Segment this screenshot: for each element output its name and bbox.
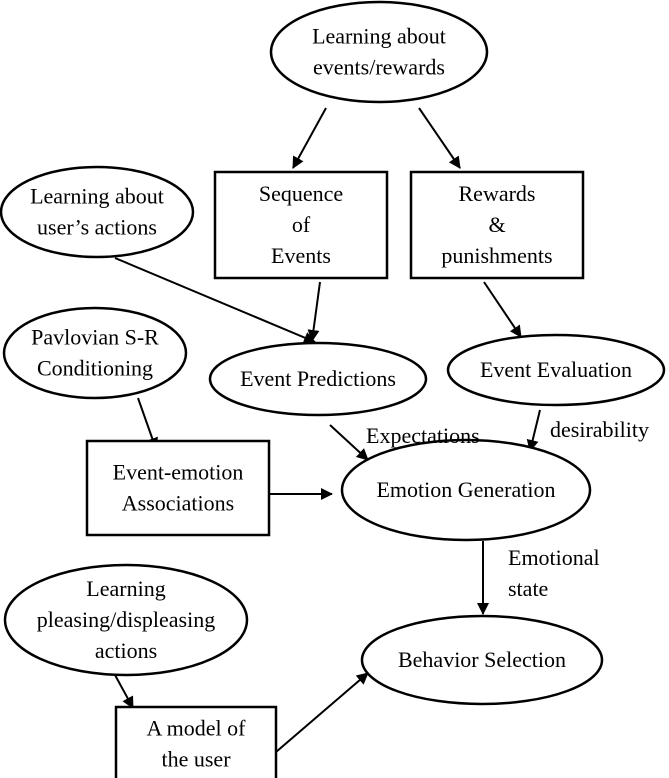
learning-pleasing-label-line: pleasing/displeasing bbox=[37, 607, 215, 632]
event-evaluation-label-line: Event Evaluation bbox=[480, 357, 632, 382]
learning-events-label-line: Learning about bbox=[312, 24, 446, 49]
event-emotion-associations-box bbox=[85, 439, 271, 537]
event-emotion-associations-label-line: Event-emotion bbox=[113, 460, 244, 485]
node-model-of-user: A model of the user bbox=[114, 705, 278, 778]
model-of-user-label-line: A model of bbox=[147, 716, 247, 741]
node-emotion-generation: Emotion Generation bbox=[340, 438, 592, 542]
learning-user-actions-label-line: user’s actions bbox=[37, 215, 157, 240]
sequence-of-events-label-line: of bbox=[292, 212, 311, 237]
node-rewards-punishments: Rewards & punishments bbox=[409, 170, 585, 280]
behavior-selection-ellipse bbox=[360, 614, 604, 706]
node-learning-events: Learning about events/rewards bbox=[269, 0, 489, 104]
learning-user-actions-ellipse bbox=[0, 165, 195, 259]
node-learning-user-actions: Learning about user’s actions bbox=[0, 165, 195, 259]
node-pavlovian: Pavlovian S-R Conditioning bbox=[2, 306, 188, 400]
learning-user-actions-label-line: Learning about bbox=[30, 184, 164, 209]
pavlovian-label-line: Pavlovian S-R bbox=[31, 325, 159, 350]
emotion-generation-label-line: Emotion Generation bbox=[376, 477, 555, 502]
rewards-punishments-box bbox=[409, 170, 585, 280]
arrow-model-of-user-to-behavior-selection bbox=[275, 672, 369, 753]
node-event-predictions: Event Predictions bbox=[208, 341, 428, 417]
arrow-sequence-of-events-to-event-predictions bbox=[307, 281, 321, 342]
model-of-user-box bbox=[114, 705, 278, 778]
pavlovian-label-line: Conditioning bbox=[37, 356, 153, 381]
event-emotion-associations-label-line: Associations bbox=[122, 491, 234, 516]
learning-events-ellipse bbox=[269, 0, 489, 104]
rewards-punishments-label-line: Rewards bbox=[459, 181, 536, 206]
learning-pleasing-label-line: Learning bbox=[86, 576, 165, 601]
learning-pleasing-label-line: actions bbox=[95, 638, 157, 663]
sequence-of-events-label-line: Sequence bbox=[259, 181, 343, 206]
learning-events-label-line: events/rewards bbox=[313, 55, 445, 80]
node-event-evaluation: Event Evaluation bbox=[446, 333, 666, 407]
arrow-event-predictions-to-emotion-generation bbox=[329, 424, 369, 461]
event-predictions-label-line: Event Predictions bbox=[240, 366, 396, 391]
model-of-user-label-line: the user bbox=[161, 747, 231, 772]
event-evaluation-ellipse bbox=[446, 333, 666, 407]
arrow-event-evaluation-to-emotion-generation bbox=[526, 409, 541, 452]
edge-label-desirability: desirability bbox=[550, 417, 649, 442]
arrow-rewards-punishments-to-event-evaluation bbox=[483, 281, 522, 338]
node-behavior-selection: Behavior Selection bbox=[360, 614, 604, 706]
arrow-learning-user-actions-to-event-predictions bbox=[114, 257, 316, 344]
arrow-learning-events-to-sequence-of-events bbox=[292, 107, 327, 169]
arrow-learning-events-to-rewards-punishments bbox=[418, 107, 461, 169]
behavior-selection-label-line: Behavior Selection bbox=[398, 647, 566, 672]
rewards-punishments-label-line: & bbox=[488, 212, 505, 237]
event-predictions-ellipse bbox=[208, 341, 428, 417]
edge-label-emotional-state: Emotional bbox=[508, 545, 600, 570]
emotion-generation-ellipse bbox=[340, 438, 592, 542]
edge-label-expectations: Expectations bbox=[366, 423, 480, 448]
node-learning-pleasing: Learning pleasing/displeasing actions bbox=[3, 563, 249, 677]
pavlovian-ellipse bbox=[2, 306, 188, 400]
arrow-learning-pleasing-to-model-of-user bbox=[114, 674, 134, 709]
sequence-of-events-label-line: Events bbox=[271, 243, 331, 268]
sequence-of-events-box bbox=[213, 170, 389, 280]
edge-label-emotional-state: state bbox=[508, 576, 548, 601]
rewards-punishments-label-line: punishments bbox=[441, 243, 552, 268]
learning-pleasing-ellipse bbox=[3, 563, 249, 677]
